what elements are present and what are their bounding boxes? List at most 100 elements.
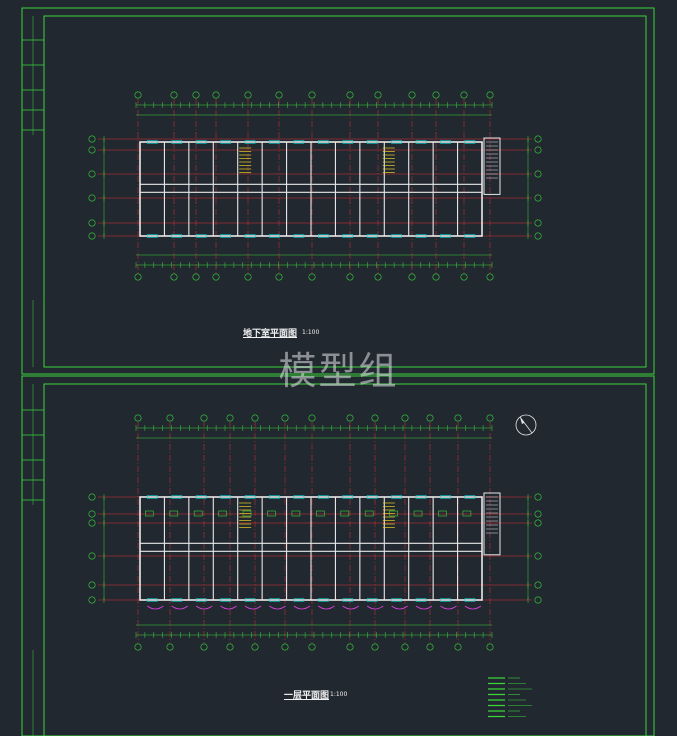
- axis-bubble: [192, 91, 200, 99]
- axis-bubble: [134, 414, 142, 422]
- balcony: [366, 605, 384, 610]
- axis-bubble: [408, 273, 416, 281]
- axis-bubble: [426, 414, 434, 422]
- axis-bubble: [244, 273, 252, 281]
- window: [171, 234, 183, 238]
- axis-bubble: [170, 91, 178, 99]
- window: [195, 140, 207, 144]
- axis-bubble: [244, 91, 252, 99]
- fixture: [145, 510, 154, 517]
- axis-bubble: [88, 135, 96, 143]
- window: [195, 234, 207, 238]
- axis-bubble: [346, 643, 354, 651]
- balcony: [342, 605, 359, 610]
- window: [415, 234, 427, 238]
- axis-bubble: [212, 91, 220, 99]
- axis-bubble: [374, 273, 382, 281]
- axis-bubble: [371, 414, 379, 422]
- fixture: [193, 510, 203, 517]
- window: [220, 234, 231, 238]
- window: [244, 140, 256, 144]
- axis-bubble: [401, 414, 409, 422]
- axis-bubble: [281, 414, 289, 422]
- balcony: [220, 605, 237, 610]
- ground-plan-title: 一层平面图: [284, 691, 330, 701]
- fixture: [413, 510, 423, 517]
- axis-bubble: [534, 232, 542, 240]
- window: [269, 495, 280, 499]
- axis-bubble: [346, 91, 354, 99]
- basement-floor-plan: [88, 91, 542, 281]
- exterior-stair: [483, 492, 501, 556]
- basement-plan-title: 地下室平面图: [243, 329, 298, 339]
- axis-bubble: [534, 596, 542, 604]
- window: [342, 598, 354, 602]
- balcony: [269, 605, 286, 610]
- window: [171, 140, 183, 144]
- axis-bubble: [200, 643, 208, 651]
- sheet-frame-bottom: [21, 375, 655, 736]
- window: [244, 495, 256, 499]
- axis-bubble: [460, 273, 468, 281]
- axis-bubble: [454, 414, 462, 422]
- fixture: [316, 510, 325, 517]
- axis-bubble: [308, 414, 316, 422]
- window: [464, 598, 476, 602]
- window: [220, 598, 231, 602]
- axis-bubble: [534, 510, 542, 518]
- window: [464, 495, 476, 499]
- basement-plan-scale: 1:100: [302, 329, 320, 336]
- axis-bubble: [534, 519, 542, 527]
- axis-bubble: [281, 643, 289, 651]
- window: [244, 598, 256, 602]
- balcony: [391, 605, 408, 610]
- axis-bubble: [88, 493, 96, 501]
- window: [318, 495, 329, 499]
- axis-bubble: [460, 91, 468, 99]
- axis-bubble: [308, 643, 316, 651]
- fixture: [364, 510, 374, 517]
- window: [244, 234, 256, 238]
- north-arrow-icon: [515, 414, 537, 436]
- fixture: [340, 510, 350, 517]
- window: [269, 598, 280, 602]
- ground-plan-scale: 1:100: [330, 691, 348, 698]
- axis-bubble: [212, 273, 220, 281]
- axis-bubble: [134, 273, 142, 281]
- axis-bubble: [88, 232, 96, 240]
- axis-bubble: [134, 643, 142, 651]
- window: [147, 598, 158, 602]
- window: [293, 140, 305, 144]
- axis-bubble: [134, 91, 142, 99]
- window: [415, 495, 427, 499]
- axis-bubble: [88, 146, 96, 154]
- window: [269, 234, 280, 238]
- axis-bubble: [251, 643, 259, 651]
- axis-bubble: [346, 414, 354, 422]
- window: [342, 140, 354, 144]
- axis-bubble: [192, 273, 200, 281]
- fixture: [218, 510, 227, 517]
- window: [147, 234, 158, 238]
- axis-bubble: [251, 414, 259, 422]
- window: [366, 495, 378, 499]
- fixture: [462, 510, 472, 517]
- fixture: [169, 510, 179, 517]
- window: [415, 140, 427, 144]
- fixture: [291, 510, 301, 517]
- axis-bubble: [88, 194, 96, 202]
- balcony: [440, 605, 457, 610]
- axis-bubble: [170, 273, 178, 281]
- axis-bubble: [534, 146, 542, 154]
- axis-bubble: [432, 91, 440, 99]
- window: [464, 140, 476, 144]
- window: [195, 495, 207, 499]
- axis-bubble: [88, 596, 96, 604]
- axis-bubble: [275, 91, 283, 99]
- window: [293, 234, 305, 238]
- fixture: [242, 510, 252, 517]
- axis-bubble: [226, 643, 234, 651]
- window: [318, 140, 329, 144]
- axis-bubble: [166, 643, 174, 651]
- balcony: [464, 605, 482, 610]
